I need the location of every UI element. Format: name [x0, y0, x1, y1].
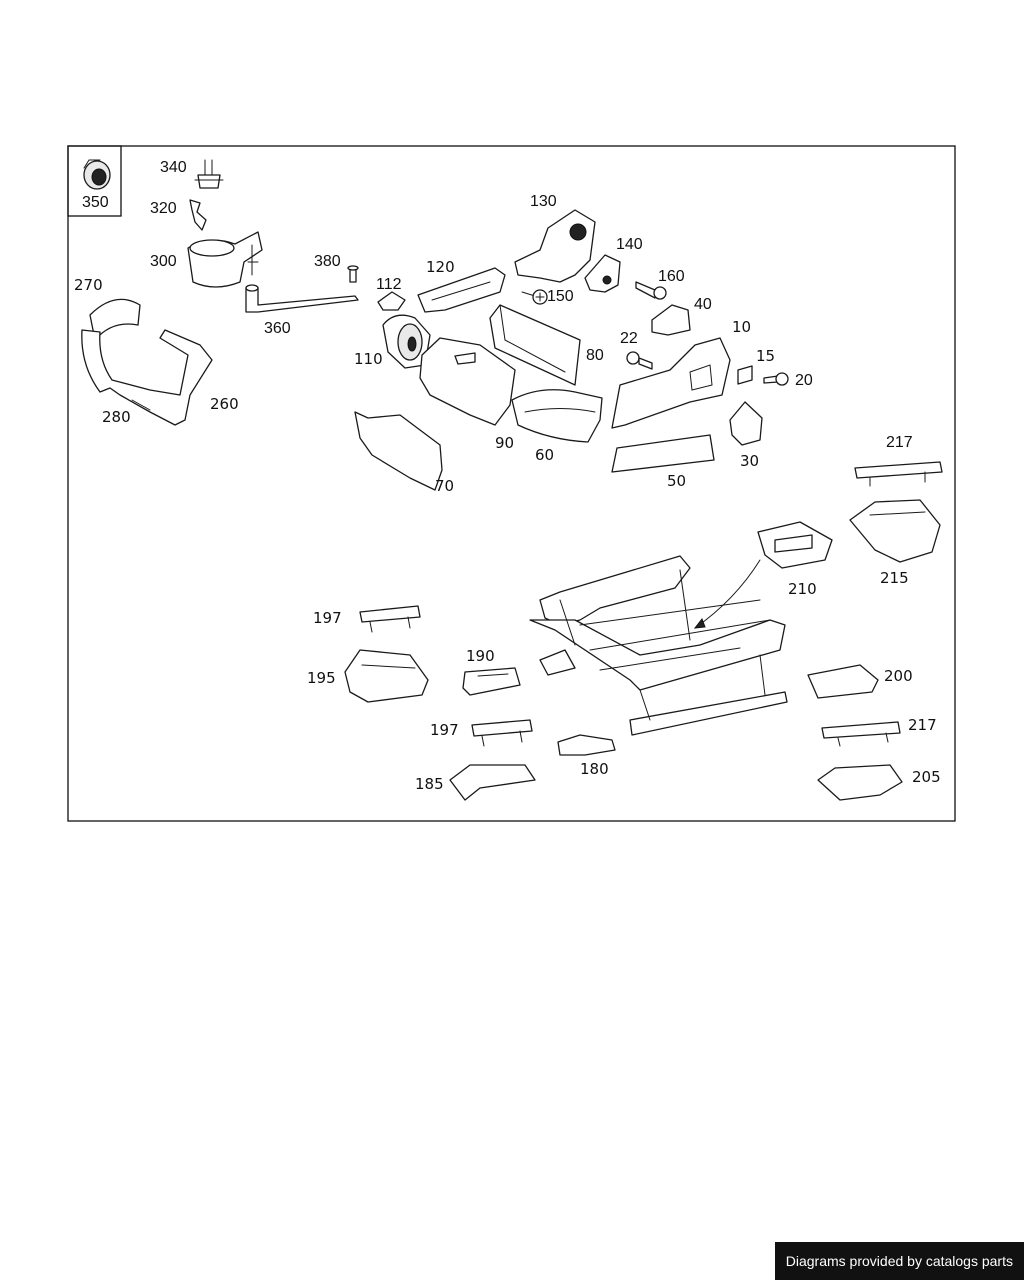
part-80-panel[interactable]: [489, 304, 581, 386]
callout-185: 185: [415, 775, 444, 793]
part-180-bracket[interactable]: [557, 734, 616, 756]
callout-130: 130: [530, 193, 557, 210]
part-197-rail-a[interactable]: [359, 605, 421, 633]
part-320-bracket[interactable]: [189, 199, 207, 231]
callout-380: 380: [314, 253, 341, 270]
seat-frame-assembly[interactable]: [529, 555, 788, 736]
callout-300: 300: [150, 253, 177, 270]
callout-80: 80: [586, 347, 604, 364]
callout-280: 280: [102, 408, 131, 426]
callout-30: 30: [740, 452, 759, 470]
part-185-module[interactable]: [449, 764, 536, 801]
part-340-clip[interactable]: [194, 159, 224, 189]
part-210-motor[interactable]: [757, 521, 833, 569]
part-215-module[interactable]: [849, 499, 941, 563]
callout-50: 50: [667, 472, 686, 490]
callout-120: 120: [426, 258, 455, 276]
callout-210: 210: [788, 580, 817, 598]
part-20-screw[interactable]: [763, 372, 789, 386]
callout-150: 150: [547, 288, 574, 305]
callout-110: 110: [354, 350, 383, 368]
callout-215: 215: [880, 569, 909, 587]
callout-217-top: 217: [886, 434, 913, 451]
callout-340: 340: [160, 159, 187, 176]
callout-15: 15: [756, 347, 775, 365]
callout-112: 112: [376, 276, 402, 293]
callout-205: 205: [912, 768, 941, 786]
callout-180: 180: [580, 760, 609, 778]
part-190-block[interactable]: [462, 667, 521, 696]
callout-60: 60: [535, 446, 554, 464]
callout-320: 320: [150, 200, 177, 217]
part-260-shell[interactable]: [81, 329, 213, 426]
callout-217-bottom: 217: [908, 716, 937, 734]
part-15-clip[interactable]: [737, 365, 753, 385]
part-270-cover[interactable]: [89, 298, 141, 341]
callout-260: 260: [210, 395, 239, 413]
part-30-cover[interactable]: [729, 401, 763, 446]
part-112-cap[interactable]: [377, 291, 406, 311]
part-50-lowertrim[interactable]: [611, 434, 715, 473]
callout-90: 90: [495, 434, 514, 452]
callout-360: 360: [264, 320, 291, 337]
part-60-cushion[interactable]: [511, 389, 603, 443]
callout-197-upper: 197: [313, 609, 342, 627]
part-70-rail[interactable]: [354, 411, 443, 491]
inset-box-350: [67, 145, 122, 217]
part-150-screw[interactable]: [521, 289, 548, 305]
callout-200: 200: [884, 667, 913, 685]
part-280-rod[interactable]: [131, 399, 151, 411]
leader-arrow-210: [694, 559, 761, 629]
part-130-recliner[interactable]: [514, 209, 596, 283]
footer-credit-badge: Diagrams provided by catalogs parts: [774, 1242, 1024, 1280]
part-217-rail-top[interactable]: [854, 461, 943, 487]
part-120-bracket[interactable]: [417, 267, 506, 313]
part-200-module[interactable]: [807, 664, 879, 699]
part-110-housing[interactable]: [382, 314, 431, 369]
callout-270: 270: [74, 276, 103, 294]
part-22-screw[interactable]: [626, 351, 653, 370]
callout-195: 195: [307, 669, 336, 687]
callout-140: 140: [616, 236, 643, 253]
part-350-knob[interactable]: [83, 159, 111, 190]
part-10-sidetrim[interactable]: [611, 337, 731, 429]
part-160-screw[interactable]: [635, 281, 667, 300]
part-205-module[interactable]: [817, 764, 903, 801]
callout-70: 70: [435, 477, 454, 495]
leader-arrowhead-210: [693, 617, 706, 629]
diagram-frame: [67, 145, 956, 822]
part-380-pin[interactable]: [347, 265, 359, 283]
part-140-bracket[interactable]: [584, 254, 621, 293]
part-300-cupholder[interactable]: [187, 231, 263, 288]
callout-350: 350: [82, 194, 109, 211]
callout-190: 190: [466, 647, 495, 665]
part-195-module[interactable]: [344, 649, 429, 703]
part-360-lever[interactable]: [245, 284, 359, 313]
callout-22: 22: [620, 330, 638, 347]
part-90-shell[interactable]: [419, 337, 516, 426]
callout-20: 20: [795, 372, 813, 389]
callout-160: 160: [658, 268, 685, 285]
part-197-rail-b[interactable]: [471, 719, 533, 747]
part-217-rail-bottom[interactable]: [821, 721, 901, 747]
callout-40: 40: [694, 296, 712, 313]
callout-10: 10: [732, 318, 751, 336]
callout-197-lower: 197: [430, 721, 459, 739]
part-40-trim[interactable]: [651, 304, 691, 336]
